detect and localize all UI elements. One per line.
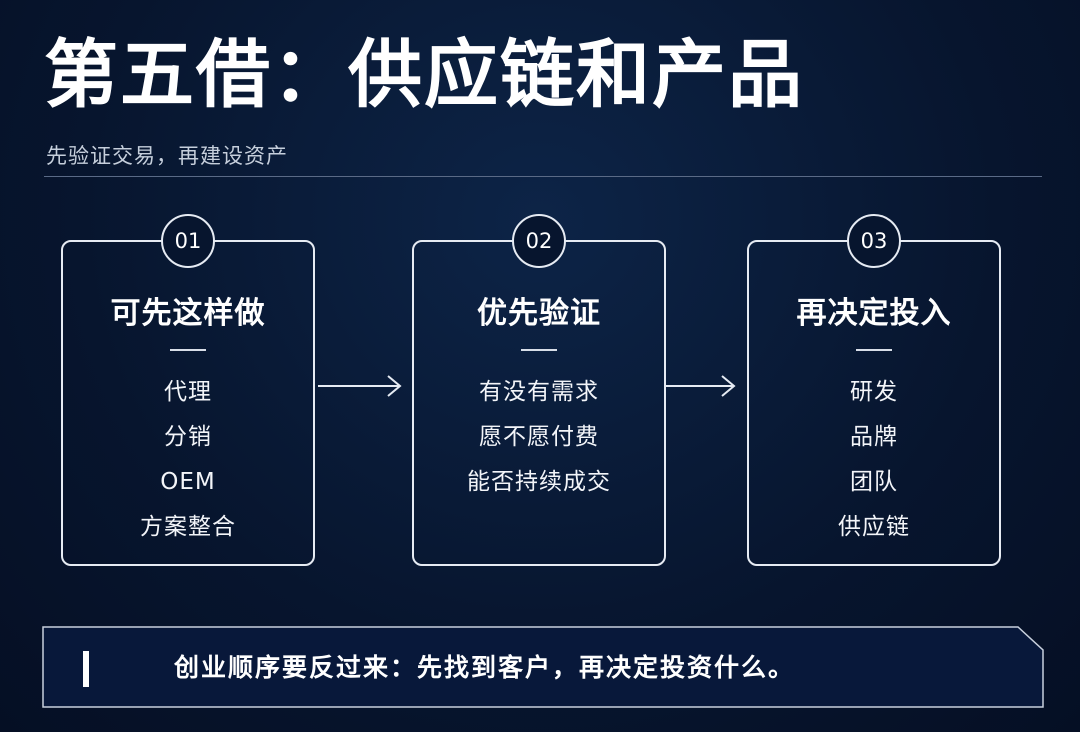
page-subtitle: 先验证交易，再建设资产 [46,144,288,168]
heading-rule [170,349,206,351]
list-item: 团队 [850,469,898,495]
list-item: 代理 [164,379,212,405]
list-item: 愿不愿付费 [479,424,599,450]
summary-callout [42,626,1044,708]
step-card-3: 03 再决定投入 研发 品牌 团队 供应链 [747,214,1001,566]
step-item-list: 代理 分销 OEM 方案整合 [63,370,313,550]
heading-rule [856,349,892,351]
step-heading: 优先验证 [477,296,601,331]
step-item-list: 有没有需求 愿不愿付费 能否持续成交 [414,370,664,505]
callout-frame [42,626,1044,708]
list-item: 品牌 [850,424,898,450]
list-item: 分销 [164,424,212,450]
list-item: OEM [160,469,216,495]
callout-accent-bar [83,651,89,687]
summary-text: 创业顺序要反过来：先找到客户，再决定投资什么。 [174,653,796,682]
list-item: 有没有需求 [479,379,599,405]
heading-rule [521,349,557,351]
step-heading: 再决定投入 [796,296,952,331]
header-divider [44,176,1042,177]
list-item: 供应链 [838,514,910,540]
right-arrow-icon [318,375,402,397]
step-card-2: 02 优先验证 有没有需求 愿不愿付费 能否持续成交 [412,214,666,566]
step-card-1: 01 可先这样做 代理 分销 OEM 方案整合 [61,214,315,566]
step-heading: 可先这样做 [110,296,266,331]
step-item-list: 研发 品牌 团队 供应链 [749,370,999,550]
list-item: 能否持续成交 [467,469,611,495]
step-number-badge: 02 [512,214,566,268]
right-arrow-icon [666,375,736,397]
step-number-badge: 01 [161,214,215,268]
step-number-badge: 03 [847,214,901,268]
page-title: 第五借：供应链和产品 [44,32,804,118]
list-item: 方案整合 [140,514,236,540]
list-item: 研发 [850,379,898,405]
